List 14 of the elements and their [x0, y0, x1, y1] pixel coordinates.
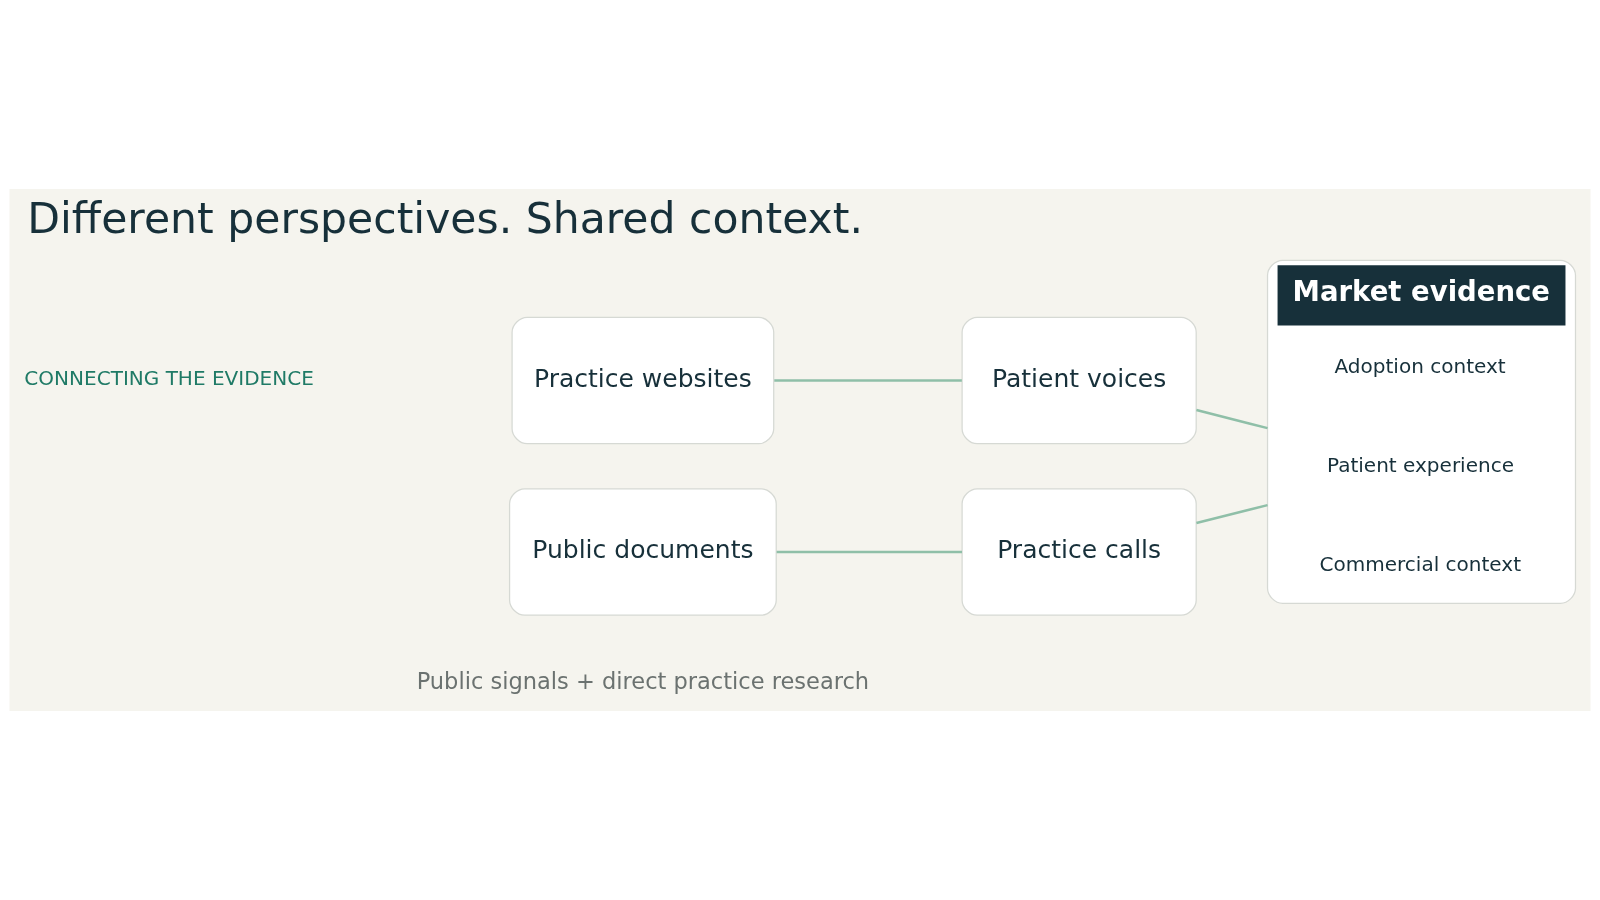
node-text: Patient experience [1327, 452, 1515, 477]
connector [1196, 408, 1268, 430]
connector [776, 550, 962, 554]
caption: Public signals + direct practice research [416, 667, 870, 694]
node-box: Public documents [508, 488, 777, 616]
node-box: Practice websites [511, 316, 775, 445]
node-box: Patient voices [961, 316, 1197, 445]
node-box: Practice calls [961, 488, 1197, 616]
node-text: Adoption context [1334, 353, 1506, 378]
connector [774, 379, 962, 382]
node-text: Commercial context [1319, 551, 1522, 576]
connector [1196, 503, 1268, 525]
diagram-title: Different perspectives. Shared context. [27, 193, 863, 244]
label: CONNECTING THE EVIDENCE [24, 366, 314, 391]
